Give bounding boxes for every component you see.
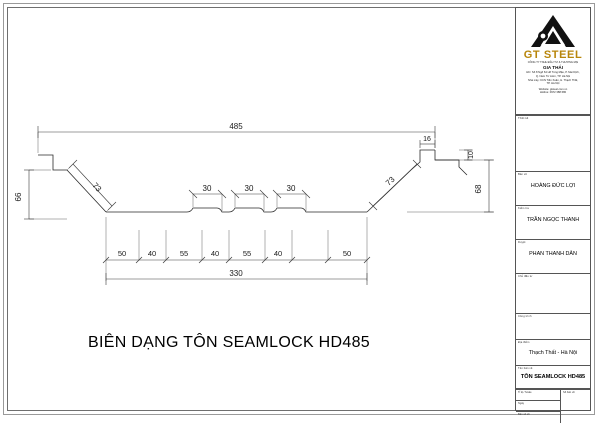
right-seam-lip <box>410 149 435 171</box>
dim-text-chain-2: 40 <box>148 249 156 258</box>
company-line: CÔNG TY TNHH ĐẦU TƯ & THƯƠNG MẠI <box>527 60 579 65</box>
footer-rev-cell[interactable]: Bản vẽ số <box>516 412 560 423</box>
hotline-line: Hotline: 0972 388 680 <box>539 91 567 95</box>
left-slope <box>66 169 107 213</box>
footer-sheet-tag: Số bản vẽ <box>563 391 575 394</box>
dim-text-chain-1: 50 <box>118 249 126 258</box>
row-thiet-ke-tag: Thiết kế <box>518 117 529 120</box>
right-seam-return <box>434 150 468 176</box>
footer-left-column: Tỉ lệ / Scale Ngày Bản vẽ số <box>516 390 561 423</box>
row-ten-ban-ve-tag: Tên bản vẽ <box>518 367 533 370</box>
title-block: GT STEEL CÔNG TY TNHH ĐẦU TƯ & THƯƠNG MẠ… <box>515 7 591 423</box>
row-kiem-tra-tag: Kiểm tra <box>518 207 529 210</box>
row-dia-diem-value: Thạch Thất - Hà Nội <box>528 350 578 357</box>
bottom-pan-with-ribs <box>106 207 367 213</box>
dim-73-right-line <box>372 163 418 207</box>
row-dia-diem-tag: Địa điểm <box>518 341 530 344</box>
footer-date-tag: Ngày <box>518 402 525 405</box>
row-duyet-value: PHAN THANH DÂN <box>529 251 577 258</box>
dim-text-66: 66 <box>14 192 23 201</box>
factory-line-1: Nhà máy: KCN Tiến Xuân, H. Thạch Thất, <box>528 78 578 82</box>
row-ban-ve-value: HOÀNG ĐỨC LỢI <box>530 183 576 190</box>
row-kiem-tra-value: TRẦN NGỌC THANH <box>526 217 580 224</box>
address-line-2: Q. Nam Từ Liêm, TP. Hà Nội <box>535 75 571 78</box>
row-kiem-tra[interactable]: Kiểm tra TRẦN NGỌC THANH <box>516 206 590 240</box>
company-name: GIA THÁI <box>543 65 563 71</box>
footer-sheet-cell[interactable]: Số bản vẽ <box>561 390 590 423</box>
row-ten-ban-ve[interactable]: Tên bản vẽ TÔN SEAMLOCK HD485 <box>516 366 590 390</box>
footer-rev-tag: Bản vẽ số <box>518 413 530 416</box>
website-line: Website: gtsteel.com.vn <box>538 87 568 91</box>
row-cong-trinh[interactable]: Công trình <box>516 314 590 340</box>
dim-text-73-left: 73 <box>91 181 104 194</box>
address-line-1: ĐC: Số 8 Ngõ 64 Hồ Tùng Mậu, P. Mai Dịch… <box>526 71 580 75</box>
dim-text-330: 330 <box>229 269 243 278</box>
row-thiet-ke[interactable]: Thiết kế <box>516 116 590 172</box>
dim-text-68: 68 <box>474 184 483 193</box>
dim-text-chain-7: 50 <box>343 249 351 258</box>
dim-text-rib-3: 30 <box>287 184 296 193</box>
footer-date-cell[interactable]: Ngày <box>516 401 560 412</box>
factory-line-2: TP. Hà Nội <box>546 82 560 86</box>
profile-drawing: 485 330 16 10 66 68 73 73 30 30 30 50 40… <box>14 122 494 351</box>
row-ten-ban-ve-value: TÔN SEAMLOCK HD485 <box>520 374 586 381</box>
row-cong-trinh-tag: Công trình <box>518 315 532 318</box>
brand-name: GT STEEL <box>523 49 583 61</box>
footer-scale-cell[interactable]: Tỉ lệ / Scale <box>516 390 560 401</box>
drawing-caption: BIÊN DẠNG TÔN SEAMLOCK HD485 <box>88 332 370 351</box>
row-ban-ve[interactable]: Bản vẽ HOÀNG ĐỨC LỢI <box>516 172 590 206</box>
row-duyet[interactable]: Duyệt PHAN THANH DÂN <box>516 240 590 274</box>
logo-cell: GT STEEL CÔNG TY TNHH ĐẦU TƯ & THƯƠNG MẠ… <box>516 8 590 116</box>
dim-text-chain-4: 40 <box>211 249 219 258</box>
dim-text-chain-6: 40 <box>274 249 282 258</box>
row-chu-dau-tu[interactable]: Chủ đầu tư <box>516 274 590 314</box>
row-ban-ve-tag: Bản vẽ <box>518 173 527 176</box>
row-duyet-tag: Duyệt <box>518 241 526 244</box>
dim-text-chain-3: 55 <box>180 249 188 258</box>
sheet-frame-outer <box>3 3 595 415</box>
dim-text-485: 485 <box>229 122 243 131</box>
footer-grid: Tỉ lệ / Scale Ngày Bản vẽ số Số bản vẽ <box>516 390 590 423</box>
dim-text-10: 10 <box>468 151 475 159</box>
chain-extension-lines <box>105 217 368 260</box>
dim-73-left-line <box>72 163 113 207</box>
left-hook-detail <box>38 154 67 171</box>
row-chu-dau-tu-tag: Chủ đầu tư <box>518 275 533 278</box>
footer-scale-tag: Tỉ lệ / Scale <box>518 391 532 394</box>
dim-text-rib-1: 30 <box>203 184 212 193</box>
gt-steel-logo-icon <box>518 14 588 48</box>
row-dia-diem[interactable]: Địa điểm Thạch Thất - Hà Nội <box>516 340 590 366</box>
dim-text-rib-2: 30 <box>245 184 254 193</box>
dim-text-16: 16 <box>423 136 431 143</box>
dim-text-chain-5: 55 <box>243 249 251 258</box>
